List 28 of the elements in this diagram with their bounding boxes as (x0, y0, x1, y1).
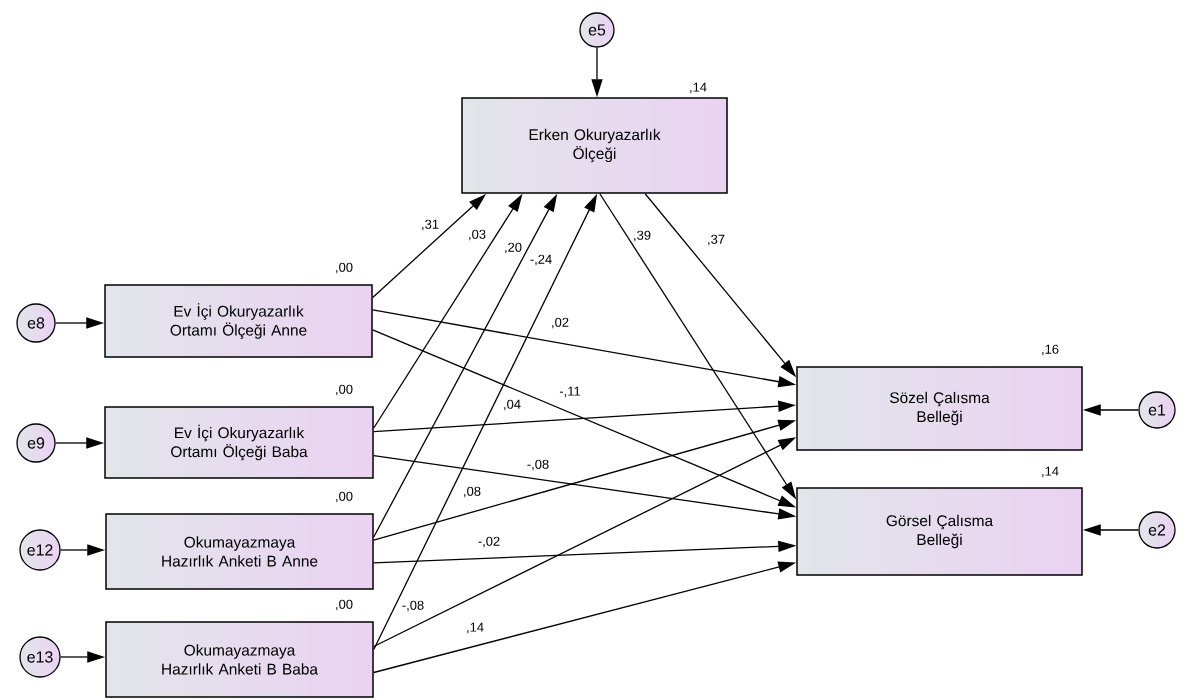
edge-label: ,03 (467, 228, 487, 242)
value-label: ,00 (336, 262, 353, 274)
edge-label: ,37 (706, 233, 726, 247)
edge-label: -,08 (525, 458, 551, 472)
edge-label: -,02 (476, 535, 502, 549)
edge-label: ,20 (503, 241, 523, 255)
value-label: ,14 (1042, 466, 1059, 478)
edge-label: -,08 (400, 599, 426, 613)
value-label: ,00 (336, 491, 353, 503)
variable-box: Görsel Çalısma Belleği (796, 487, 1083, 576)
value-label: ,00 (336, 384, 353, 396)
variable-box: Sözel Çalısma Belleği (796, 366, 1083, 451)
variable-box: Okumayazmaya Hazırlık Anketi B Anne (105, 513, 374, 590)
variable-box: Okumayazmaya Hazırlık Anketi B Baba (105, 621, 374, 698)
value-label: ,00 (336, 599, 353, 611)
edge-label: ,31 (420, 218, 440, 232)
edge-label: ,14 (465, 621, 485, 635)
edge-label: -,24 (528, 253, 554, 267)
edge-label: ,39 (632, 229, 652, 243)
edge-label: -,11 (558, 385, 582, 399)
variable-box: Erken Okuryazarlık Ölçeği (461, 97, 728, 194)
edge-label: ,02 (550, 316, 570, 330)
variable-box: Ev İçi Okuryazarlık Ortamı Ölçeği Baba (104, 406, 374, 479)
edge-label: ,08 (462, 485, 482, 499)
value-label: ,14 (690, 82, 707, 94)
variable-box: Ev İçi Okuryazarlık Ortamı Ölçeği Anne (104, 284, 373, 358)
edge-label: ,04 (502, 398, 522, 412)
value-label: ,16 (1042, 344, 1059, 356)
